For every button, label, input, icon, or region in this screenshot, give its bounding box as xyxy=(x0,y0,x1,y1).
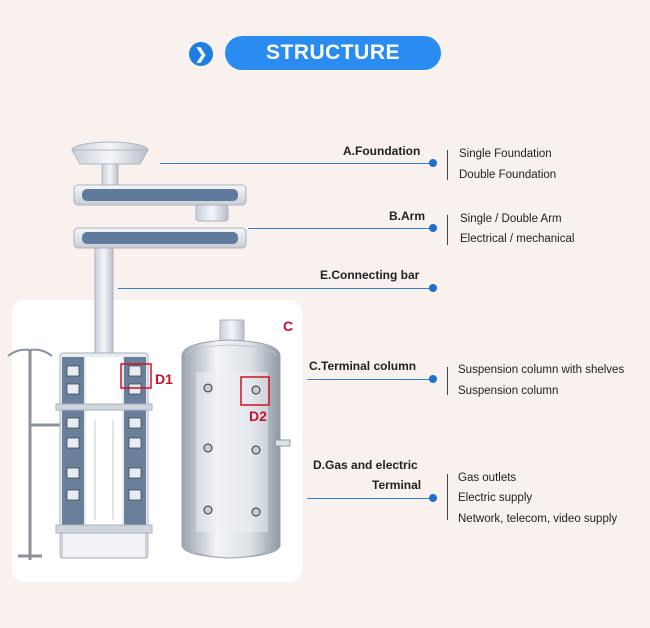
foundation-dot xyxy=(429,159,437,167)
callout-c: C xyxy=(283,318,294,334)
gas-electric-bracket xyxy=(447,474,448,520)
gas-electric-item: Network, telecom, video supply xyxy=(458,513,618,525)
section-arm-title: B.Arm xyxy=(389,209,426,223)
arm-bracket xyxy=(447,215,448,245)
arm-upper xyxy=(73,184,247,222)
foundation-item: Single Foundation xyxy=(459,148,552,160)
gas-electric-item: Electric supply xyxy=(458,492,533,504)
gas-electric-leader-line xyxy=(307,498,433,499)
arm-lower xyxy=(73,227,247,249)
terminal-column-item: Suspension column xyxy=(458,385,559,397)
connecting-bar xyxy=(94,247,114,355)
foundation-plate xyxy=(71,141,149,187)
section-foundation-title: A.Foundation xyxy=(343,144,421,158)
chevron-right-icon: ❯ xyxy=(189,42,213,66)
terminal-column-bracket xyxy=(447,367,448,395)
gas-electric-item: Gas outlets xyxy=(458,472,517,484)
section-connecting-bar-title: E.Connecting bar xyxy=(320,268,420,282)
page-title: STRUCTURE xyxy=(225,36,441,70)
shelf-column xyxy=(55,352,153,559)
callout-box-d1 xyxy=(120,363,152,389)
foundation-item: Double Foundation xyxy=(459,169,557,181)
callout-box-d2 xyxy=(240,376,270,406)
arm-item: Single / Double Arm xyxy=(460,213,562,225)
arm-item: Electrical / mechanical xyxy=(460,233,575,245)
callout-d1: D1 xyxy=(155,371,173,387)
arm-leader-line xyxy=(248,228,433,229)
foundation-bracket xyxy=(447,150,448,180)
callout-d2: D2 xyxy=(249,408,267,424)
section-gas-electric-title: D.Gas and electric xyxy=(313,458,418,472)
connecting-bar-leader-line xyxy=(118,288,434,289)
iv-pole xyxy=(7,348,64,560)
foundation-leader-line xyxy=(160,163,433,164)
terminal-column-dot xyxy=(429,375,437,383)
gas-electric-dot xyxy=(429,494,437,502)
section-gas-electric-title-line2: Terminal xyxy=(372,478,422,492)
section-terminal-column-title: C.Terminal column xyxy=(309,359,417,373)
terminal-cylinder xyxy=(181,319,291,559)
connecting-bar-dot xyxy=(429,284,437,292)
terminal-column-leader-line xyxy=(307,379,433,380)
terminal-column-item: Suspension column with shelves xyxy=(458,364,625,376)
arm-dot xyxy=(429,224,437,232)
